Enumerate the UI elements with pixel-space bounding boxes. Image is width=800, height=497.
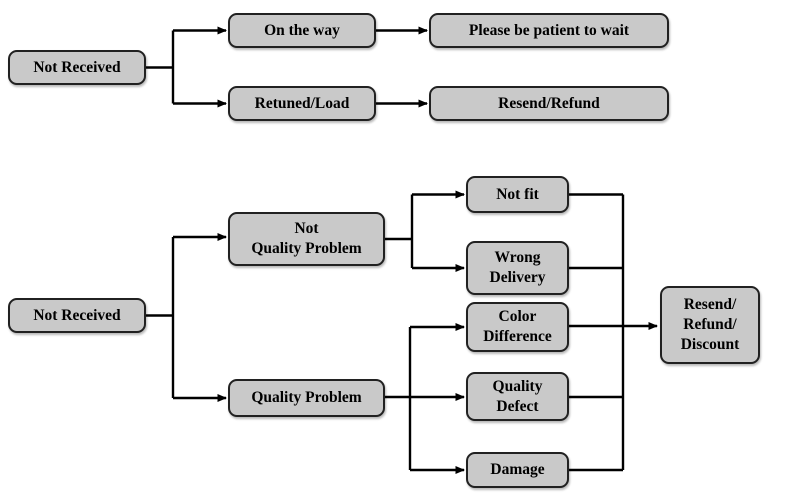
flow1-connectors <box>146 26 428 108</box>
node-not-received-flow2: Not Received <box>8 298 146 333</box>
node-color-difference: Color Difference <box>466 302 569 352</box>
node-label: Wrong Delivery <box>489 249 546 286</box>
node-label: Not Received <box>33 306 121 324</box>
node-label: Not fit <box>496 185 539 203</box>
node-label: On the way <box>264 21 340 39</box>
node-label: Not Quality Problem <box>251 220 362 257</box>
node-not-received-flow1: Not Received <box>8 50 146 85</box>
node-resend-refund-discount: Resend/ Refund/ Discount <box>660 286 760 364</box>
flow2-connectors <box>146 190 658 474</box>
node-label: Quality Problem <box>251 389 362 407</box>
node-not-quality-problem: Not Quality Problem <box>228 212 385 266</box>
node-label: Quality Defect <box>492 377 543 415</box>
node-label: Color Difference <box>483 308 552 345</box>
node-label: Not Received <box>33 58 121 76</box>
node-label: Please be patient to wait <box>468 21 630 39</box>
node-label: Damage <box>490 461 545 479</box>
node-not-fit: Not fit <box>466 176 569 213</box>
node-resend-refund: Resend/Refund <box>429 86 669 121</box>
node-label: Resend/ Refund/ Discount <box>680 296 740 353</box>
node-label: Resend/Refund <box>498 94 600 112</box>
node-quality-defect: Quality Defect <box>466 372 569 421</box>
node-wrong-delivery: Wrong Delivery <box>466 241 569 295</box>
node-on-the-way: On the way <box>228 13 376 48</box>
node-retuned-load: Retuned/Load <box>228 86 376 121</box>
node-please-be-patient: Please be patient to wait <box>429 13 669 48</box>
node-label: Retuned/Load <box>254 94 350 112</box>
node-quality-problem: Quality Problem <box>228 379 385 417</box>
node-damage: Damage <box>466 452 569 488</box>
